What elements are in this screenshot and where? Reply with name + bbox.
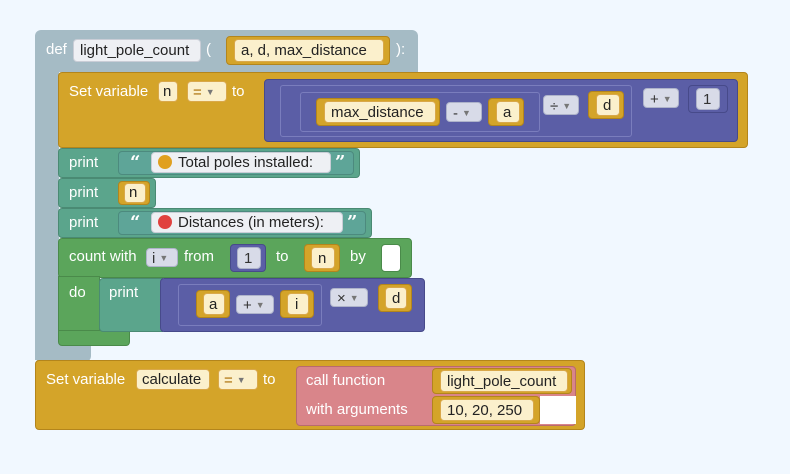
loop-var-dropdown[interactable]: i▼: [146, 248, 178, 267]
loop-var-label: i: [152, 250, 156, 267]
plus-operator-label: +: [650, 91, 659, 108]
function-name-value: light_pole_count: [440, 370, 568, 392]
chevron-down-icon: ▼: [255, 300, 265, 310]
print-label: print: [69, 184, 99, 201]
function-def-body-rail: [35, 70, 59, 360]
print-label: print: [109, 284, 139, 301]
set-variable-label: Set variable: [46, 371, 126, 388]
count-with-footer: [58, 330, 130, 346]
with-arguments-label: with arguments: [306, 401, 408, 418]
to-label: to: [232, 83, 245, 100]
plus-operator-dropdown[interactable]: +▼: [643, 88, 679, 108]
to-label: to: [263, 371, 276, 388]
n-var: n: [124, 183, 146, 203]
chevron-down-icon: ▼: [662, 94, 672, 104]
chevron-down-icon: ▼: [205, 87, 215, 97]
add-operator-dropdown[interactable]: +▼: [236, 295, 274, 314]
i-var: i: [287, 293, 309, 315]
coin-emoji-icon: [158, 155, 172, 169]
by-label: by: [350, 248, 366, 265]
close-paren: ):: [396, 41, 406, 58]
open-paren: (: [206, 41, 211, 58]
by-empty-slot[interactable]: [381, 244, 401, 272]
from-label: from: [184, 248, 214, 265]
multiply-operator-dropdown[interactable]: ×▼: [330, 288, 368, 307]
chevron-down-icon: ▼: [462, 108, 471, 118]
assign-operator-dropdown[interactable]: =▼: [187, 81, 227, 102]
chevron-down-icon: ▼: [236, 375, 246, 385]
variable-calculate-field[interactable]: calculate: [136, 369, 210, 390]
multiply-operator-label: ×: [337, 290, 346, 307]
minus-operator-label: -: [453, 105, 458, 122]
a-var: a: [203, 293, 225, 315]
call-function-label: call function: [306, 372, 386, 389]
arguments-empty-slot[interactable]: [540, 396, 576, 424]
max-distance-var: max_distance: [324, 101, 436, 123]
text-field[interactable]: Total poles installed:: [151, 152, 331, 173]
number-1-field[interactable]: 1: [696, 88, 720, 110]
divide-operator-dropdown[interactable]: ÷▼: [543, 95, 579, 115]
open-quote-icon: “: [130, 212, 141, 233]
to-label: to: [276, 248, 289, 265]
arguments-value: 10, 20, 250: [440, 399, 534, 421]
assign-operator-dropdown[interactable]: =▼: [218, 369, 258, 390]
print-label: print: [69, 214, 99, 231]
do-label: do: [69, 284, 86, 301]
text-value: Total poles installed:: [178, 154, 314, 171]
print-label: print: [69, 154, 99, 171]
minus-operator-dropdown[interactable]: -▼: [446, 102, 482, 122]
text-value: Distances (in meters):: [178, 214, 324, 231]
close-quote-icon: ”: [347, 212, 358, 233]
add-operator-label: +: [243, 297, 252, 314]
assign-operator-label: =: [193, 84, 202, 101]
d-var: d: [596, 94, 620, 116]
def-keyword: def: [46, 41, 67, 58]
divide-operator-label: ÷: [550, 98, 559, 115]
assign-operator-label: =: [224, 372, 233, 389]
chevron-down-icon: ▼: [159, 253, 169, 263]
to-value-var: n: [311, 247, 335, 269]
a-var: a: [496, 101, 520, 123]
open-quote-icon: “: [130, 152, 141, 173]
from-value-field[interactable]: 1: [237, 247, 261, 269]
pin-emoji-icon: [158, 215, 172, 229]
set-variable-label: Set variable: [69, 83, 149, 100]
text-field[interactable]: Distances (in meters):: [151, 212, 343, 233]
d-var: d: [385, 287, 407, 309]
variable-n-field[interactable]: n: [158, 81, 178, 102]
chevron-down-icon: ▼: [349, 293, 359, 303]
count-with-label: count with: [69, 248, 137, 265]
function-name-field[interactable]: light_pole_count: [73, 39, 201, 62]
chevron-down-icon: ▼: [562, 101, 572, 111]
params-field[interactable]: a, d, max_distance: [234, 39, 384, 62]
close-quote-icon: ”: [335, 152, 346, 173]
